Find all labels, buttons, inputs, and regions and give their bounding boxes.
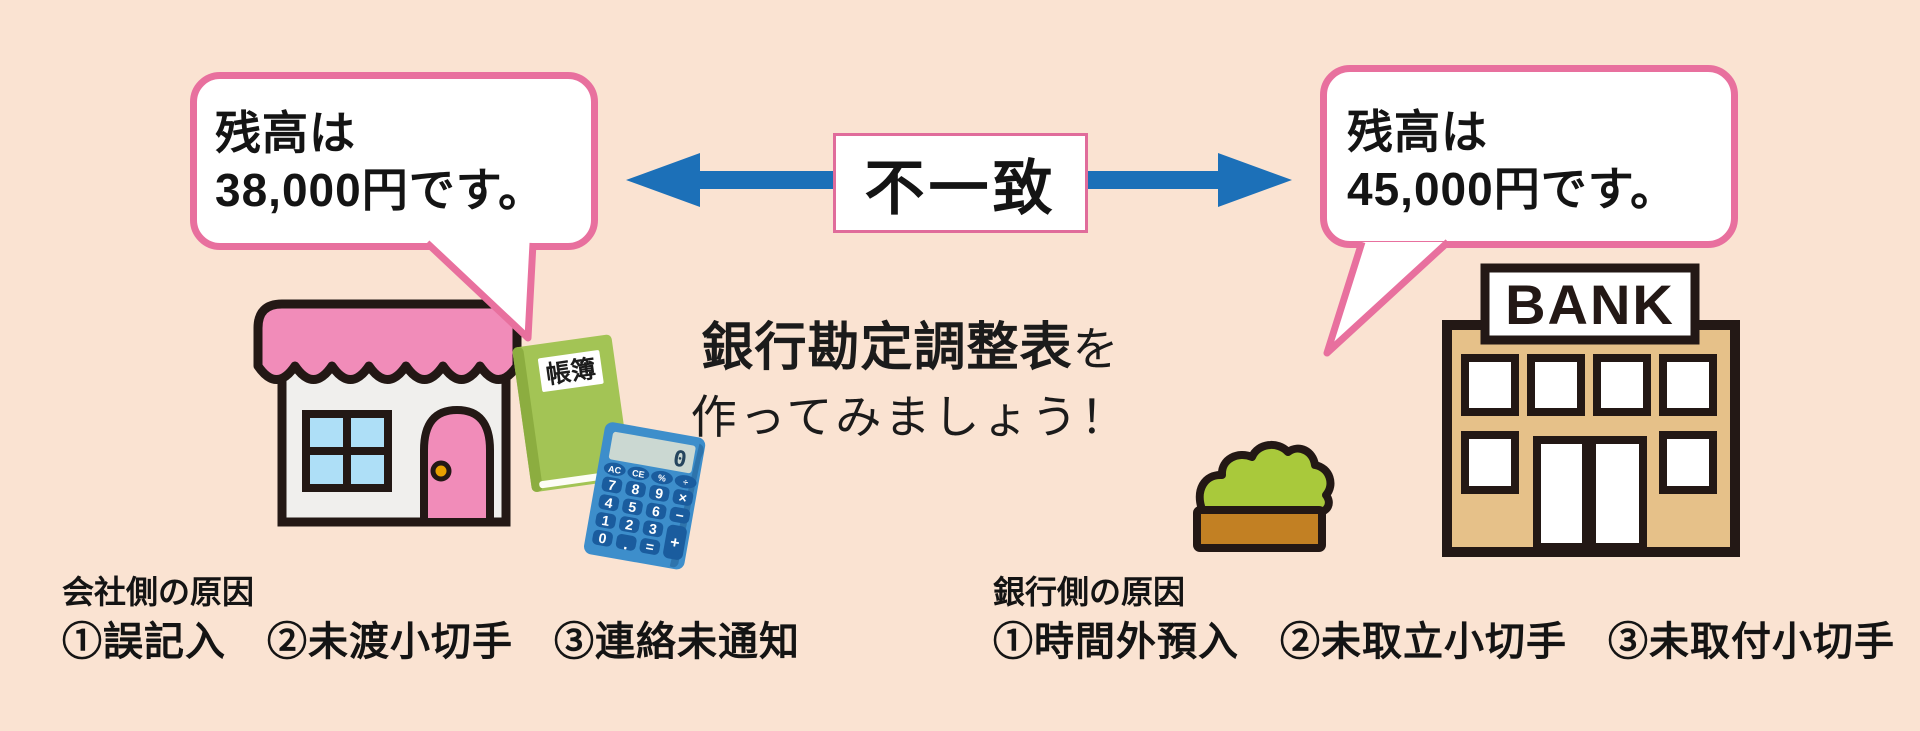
shop-illustration <box>253 299 522 527</box>
door-knob <box>430 460 452 482</box>
calc-key-label: 6 <box>651 503 662 520</box>
calc-key <box>592 529 613 547</box>
title-line1: 銀行勘定調整表を <box>645 318 1175 379</box>
calc-key-label: 8 <box>630 481 641 498</box>
calc-key-label: 3 <box>648 520 659 537</box>
calc-key-plus <box>663 524 687 560</box>
mismatch-label: 不一致 <box>864 154 1057 222</box>
ledger-label-text: 帳簿 <box>544 354 598 390</box>
calc-key-label: 5 <box>627 498 638 515</box>
company-causes-heading: 会社側の原因 <box>62 574 255 610</box>
bank-balance-text: 残高は 45,000円です。 <box>1347 104 1723 218</box>
calc-key <box>627 466 650 481</box>
calc-key <box>595 512 617 529</box>
ledger-label <box>537 350 604 392</box>
speech-bubble-bank: 残高は 45,000円です。 <box>1320 65 1738 248</box>
mismatch-box: 不一致 <box>833 133 1088 233</box>
bank-sign-text: BANK <box>1505 273 1675 336</box>
calc-key <box>669 506 691 524</box>
calc-key-label: % <box>657 472 667 483</box>
calc-key <box>625 480 646 498</box>
bank-sign <box>1480 263 1700 345</box>
bank-window <box>1461 354 1519 416</box>
shop-door <box>420 406 494 526</box>
calc-key-label: ÷ <box>682 477 689 488</box>
title-particle: を <box>1072 322 1119 376</box>
calc-key <box>615 534 637 551</box>
calc-key-label: − <box>674 507 685 524</box>
bank-window <box>1659 431 1717 494</box>
calc-key-label: × <box>677 489 688 506</box>
calc-key-label: CE <box>631 468 645 480</box>
calc-key <box>672 489 694 506</box>
calc-key <box>651 470 673 485</box>
calc-key <box>642 520 664 538</box>
bush-leaves <box>1195 441 1335 516</box>
calc-key-label: 4 <box>604 494 615 511</box>
center-title: 銀行勘定調整表を 作ってみましょう！ <box>645 318 1175 445</box>
bank-balance-line1: 残高は <box>1347 106 1488 158</box>
calculator-illustration: 0 AC CE % ÷ 7 8 9 × 4 5 6 − <box>583 422 706 570</box>
bank-causes: 銀行側の原因 ①時間外預入 ②未取立小切手 ③未取付小切手 <box>993 574 1895 665</box>
calc-key <box>622 498 643 516</box>
bush-planter <box>1193 506 1326 552</box>
calc-key-label: . <box>622 536 629 554</box>
calculator-screen <box>608 431 696 474</box>
bank-building-illustration: BANK <box>1442 263 1740 557</box>
bank-balance-line2: 45,000円です。 <box>1347 163 1678 215</box>
ledger-spine <box>512 347 543 492</box>
company-balance-text: 残高は 38,000円です。 <box>215 105 583 219</box>
calc-key <box>645 502 667 520</box>
calc-key <box>601 476 623 494</box>
company-causes-items: ①誤記入 ②未渡小切手 ③連絡未通知 <box>62 620 800 664</box>
company-balance-line2: 38,000円です。 <box>215 164 546 216</box>
calc-key-label: + <box>669 534 681 552</box>
shop-window-cross <box>306 414 388 488</box>
calc-key <box>598 494 620 512</box>
bank-causes-items: ①時間外預入 ②未取立小切手 ③未取付小切手 <box>993 620 1895 664</box>
bank-door-right <box>1588 436 1647 551</box>
calc-key-label: 9 <box>654 485 665 502</box>
bank-window <box>1659 354 1717 416</box>
bank-causes-heading: 銀行側の原因 <box>993 574 1186 610</box>
bank-window <box>1527 354 1585 416</box>
calc-key-label: 0 <box>597 530 608 547</box>
speech-bubble-company: 残高は 38,000円です。 <box>190 72 598 250</box>
shop-awning <box>253 299 522 384</box>
bank-window <box>1593 354 1651 416</box>
calc-key-label: = <box>644 538 655 555</box>
calc-key <box>674 475 697 489</box>
calc-key-label: 2 <box>624 516 635 533</box>
ledger-book-illustration: 帳簿 <box>512 334 631 492</box>
calc-key <box>648 485 670 502</box>
bank-window <box>1461 431 1519 494</box>
calc-key-label: AC <box>607 464 622 476</box>
title-line2: 作ってみましょう！ <box>690 390 1130 444</box>
calc-key <box>639 538 661 555</box>
company-balance-line1: 残高は <box>215 107 356 159</box>
title-emphasis: 銀行勘定調整表 <box>701 319 1073 377</box>
calc-key <box>603 462 626 476</box>
calculator-display: 0 <box>671 446 688 473</box>
calc-key-label: 1 <box>600 512 611 529</box>
bush-illustration <box>1193 441 1335 552</box>
bank-door-left <box>1533 436 1590 551</box>
calc-key <box>619 516 640 533</box>
calc-key-label: 7 <box>607 476 618 493</box>
company-causes: 会社側の原因 ①誤記入 ②未渡小切手 ③連絡未通知 <box>62 574 800 665</box>
